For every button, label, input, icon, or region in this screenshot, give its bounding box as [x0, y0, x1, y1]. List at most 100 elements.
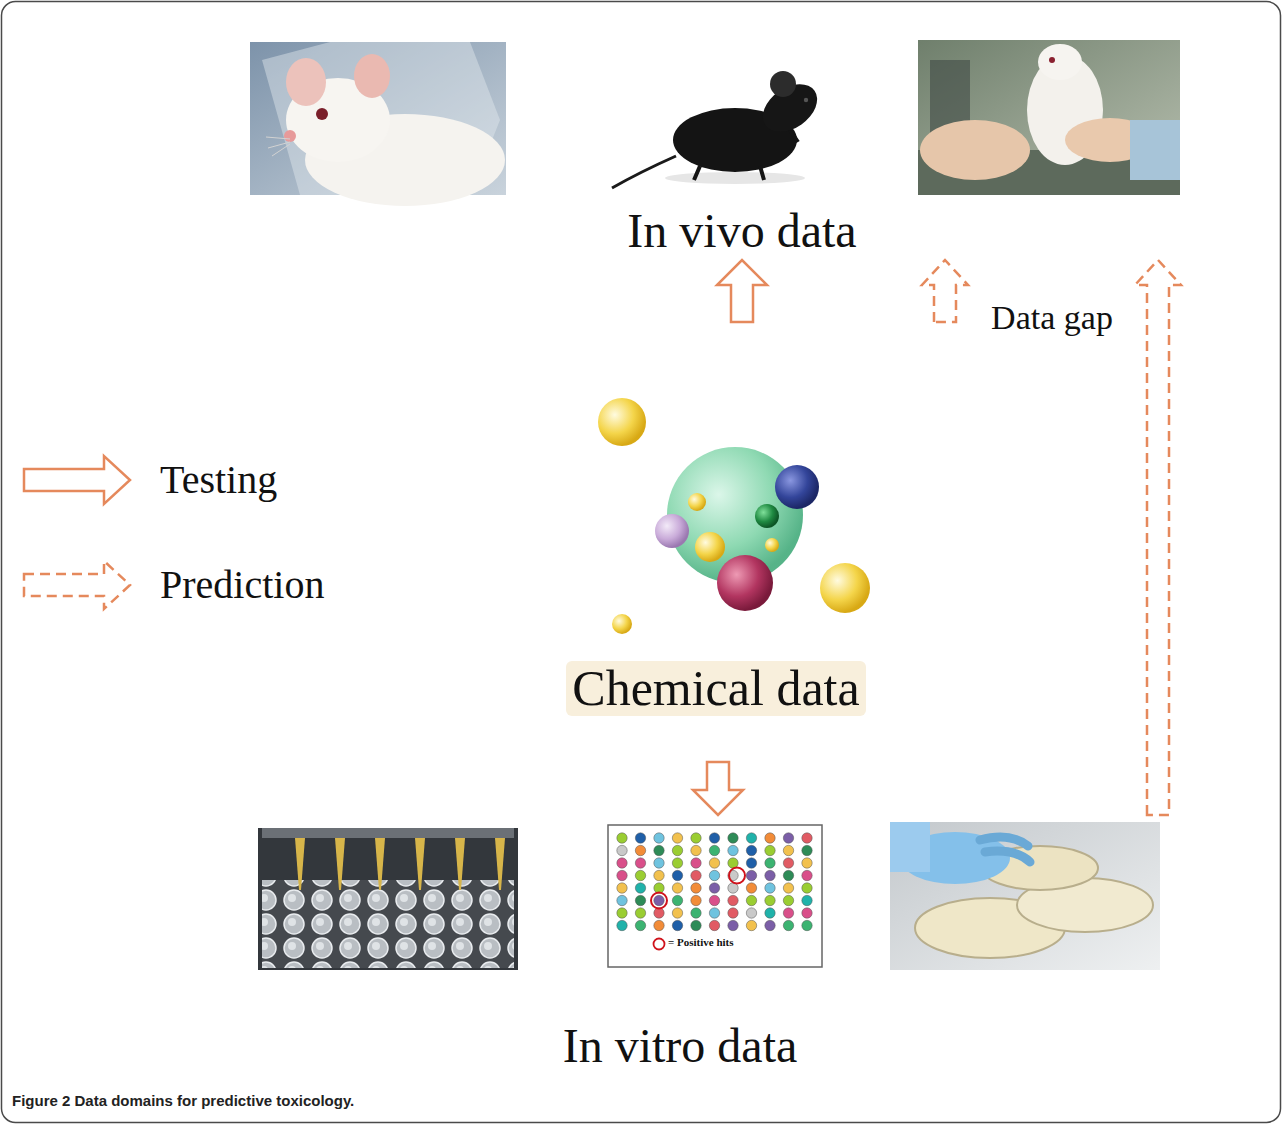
testing-arrow	[693, 762, 743, 815]
plate-well	[672, 870, 682, 880]
plate-well	[765, 883, 775, 893]
pipetting-robot-photo	[335, 838, 345, 890]
chemical-space-cube-outline	[469, 390, 476, 668]
plate-well	[746, 883, 756, 893]
plate-well	[691, 920, 701, 930]
plate-well	[709, 908, 719, 918]
plate-well	[802, 870, 812, 880]
plate-well	[709, 895, 719, 905]
testing-sample-arrow	[22, 455, 134, 505]
plate-well	[654, 870, 664, 880]
chemical-space-spheres	[655, 514, 689, 548]
testing-arrow	[717, 260, 767, 322]
plate-well	[635, 920, 645, 930]
plate-well	[783, 883, 793, 893]
plate-well	[672, 858, 682, 868]
prediction-arrow	[922, 260, 968, 322]
pipetting-robot-photo	[295, 838, 305, 890]
node-label: Chemical data	[566, 661, 865, 716]
legend-item: Testing	[22, 455, 277, 505]
plate-well	[765, 833, 775, 843]
rat-photo	[354, 54, 390, 98]
chemical-space-spheres	[612, 614, 632, 634]
plate-well	[783, 908, 793, 918]
prediction-arrow	[1135, 260, 1181, 815]
in-vitro-band-outline	[130, 843, 1282, 1007]
chemical-space-cube-outline	[1007, 418, 1014, 680]
plate-well	[765, 895, 775, 905]
plate-well	[728, 920, 738, 930]
chemical-space-spheres	[775, 465, 819, 509]
black-mouse-photo	[804, 98, 808, 102]
pipetting-robot-photo	[262, 828, 514, 838]
pipetting-robot-photo	[455, 838, 465, 890]
petri-dish-photo	[890, 822, 930, 872]
plate-well	[765, 858, 775, 868]
plate-well	[728, 908, 738, 918]
chemical-space-cube-outline	[741, 326, 744, 600]
plate-well	[691, 870, 701, 880]
plate-well	[691, 908, 701, 918]
chemical-space-spheres	[820, 563, 870, 613]
prediction-sample-arrow	[22, 560, 134, 610]
node-label: Data gap	[991, 299, 1113, 336]
assay-plate-picture	[608, 825, 822, 967]
pipetting-robot-photo	[375, 838, 385, 890]
plate-well	[783, 870, 793, 880]
chemical-space-cube-outline	[472, 600, 742, 668]
legend-label: Prediction	[160, 563, 324, 607]
plate-well	[635, 858, 645, 868]
plate-well	[635, 845, 645, 855]
plate-well	[635, 908, 645, 918]
plate-well	[654, 845, 664, 855]
data-gap-burst: Data gap	[872, 248, 1232, 388]
plate-well	[802, 845, 812, 855]
plate-well	[746, 908, 756, 918]
chemical-space-spheres	[695, 532, 725, 562]
plate-well	[691, 833, 701, 843]
node-label: In vitro data	[563, 1020, 798, 1073]
plate-well	[802, 833, 812, 843]
petri-dish-photo	[980, 837, 1030, 862]
plate-well	[765, 845, 775, 855]
positive-hit-ring	[729, 868, 745, 884]
pipetting-robot-photo	[495, 838, 505, 890]
plate-well	[765, 870, 775, 880]
plate-well	[691, 858, 701, 868]
plate-well	[617, 833, 627, 843]
plate-well	[709, 883, 719, 893]
black-mouse-photo	[605, 40, 840, 192]
black-mouse-photo	[665, 172, 805, 184]
in-vitro-band-outline	[130, 843, 1282, 1007]
plate-well	[709, 858, 719, 868]
chemical-space-cube-outline	[739, 326, 746, 600]
plate-well	[709, 845, 719, 855]
pipetting-robot-photo	[262, 880, 514, 968]
plate-well	[672, 833, 682, 843]
rat-photo	[316, 108, 328, 120]
plate-well	[672, 908, 682, 918]
rat-handling-photo	[920, 120, 1030, 180]
chemical-space-cube-outline	[1009, 418, 1012, 680]
chemical-space-spheres	[688, 493, 706, 511]
rat-handling-photo	[918, 40, 1180, 195]
plate-well	[783, 920, 793, 930]
plate-well	[654, 895, 664, 905]
black-mouse-photo	[605, 40, 840, 192]
plate-well	[654, 833, 664, 843]
plate-well	[617, 833, 812, 931]
plate-well	[617, 895, 627, 905]
data-gap-burst-outline	[878, 250, 1225, 386]
plate-well	[617, 858, 627, 868]
chemical-space-cube-outline	[742, 326, 1010, 418]
chemical-space-spheres	[755, 504, 779, 528]
plate-well	[746, 858, 756, 868]
plate-well	[783, 895, 793, 905]
plate-well	[802, 920, 812, 930]
plate-well	[746, 870, 756, 880]
chemical-space-cube-outline	[742, 326, 1010, 680]
chemical-space-cube: Chemical data	[468, 322, 1014, 762]
plate-well	[654, 920, 664, 930]
plate-well	[802, 883, 812, 893]
